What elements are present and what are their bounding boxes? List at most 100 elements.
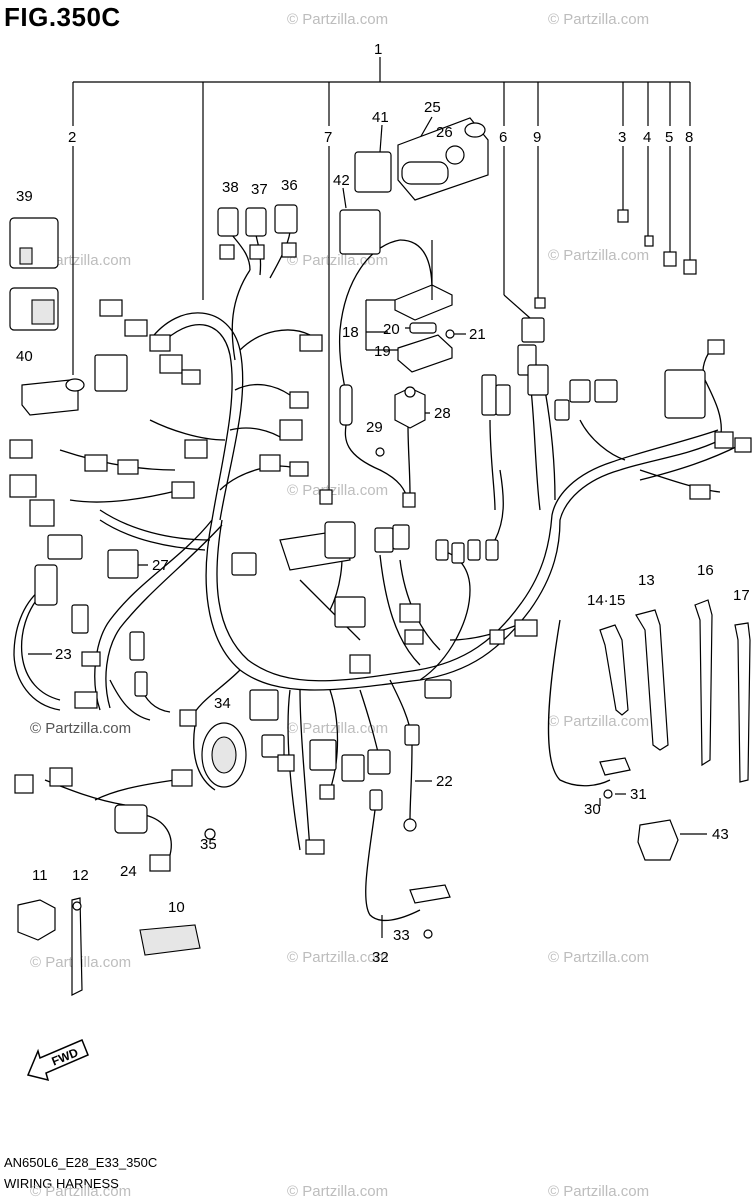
connector <box>734 437 752 453</box>
watermarks: © Partzilla.com © Partzilla.com © Partzi… <box>30 11 649 1200</box>
connector <box>279 419 303 441</box>
relay-39-pin <box>19 247 33 265</box>
connector <box>181 369 201 385</box>
connector <box>249 244 265 260</box>
tie-16 <box>694 599 713 767</box>
bolt-35 <box>204 828 216 840</box>
connector <box>451 542 465 564</box>
connector <box>495 384 511 416</box>
fuse-5 <box>663 251 677 267</box>
callout-33: 33 <box>393 927 410 944</box>
clamp-11 <box>17 899 56 941</box>
connector <box>159 354 183 374</box>
screw-31 <box>603 789 613 799</box>
callout-2: 2 <box>68 129 76 146</box>
horn-34-center <box>211 736 237 774</box>
screw-33 <box>423 929 433 939</box>
sensor-30 <box>599 757 631 776</box>
callout-42: 42 <box>333 172 350 189</box>
socket-ring <box>445 145 465 165</box>
callout-30: 30 <box>584 801 601 818</box>
callout-12: 12 <box>72 867 89 884</box>
callout-41: 41 <box>372 109 389 126</box>
connector <box>299 334 323 352</box>
screw-29 <box>375 447 385 457</box>
connector <box>261 734 285 758</box>
callout-13: 13 <box>638 572 655 589</box>
callout-43: 43 <box>712 826 729 843</box>
callout-4: 4 <box>643 129 651 146</box>
connector <box>231 552 257 576</box>
connector <box>341 754 365 782</box>
watermark-text: © Partzilla.com <box>548 11 649 28</box>
watermark-text: © Partzilla.com <box>548 1183 649 1200</box>
panel-19 <box>397 334 453 373</box>
relay-38 <box>217 207 239 237</box>
connector <box>309 739 337 771</box>
connector <box>171 481 195 499</box>
connector <box>569 379 591 403</box>
connector <box>334 596 366 628</box>
connector <box>14 774 34 794</box>
figure-name: WIRING HARNESS <box>4 1176 119 1191</box>
callout-25: 25 <box>424 99 441 116</box>
callout-18: 18 <box>342 324 359 341</box>
cover-2-end <box>65 378 85 392</box>
callout-11: 11 <box>32 867 48 884</box>
figure-title: FIG.350C <box>4 2 121 32</box>
connector <box>134 671 148 697</box>
fuse-3 <box>617 209 629 223</box>
connector <box>179 709 197 727</box>
connector <box>594 379 618 403</box>
connector <box>29 499 55 527</box>
connector <box>289 461 309 477</box>
connector <box>149 854 171 872</box>
connector <box>435 539 449 561</box>
callout-23: 23 <box>55 646 72 663</box>
connector <box>259 454 281 472</box>
relay-42 <box>339 209 381 255</box>
main-harness <box>13 231 741 922</box>
connector <box>689 484 711 500</box>
sensor-32 <box>409 884 451 904</box>
connector <box>71 604 89 634</box>
watermark-text: © Partzilla.com <box>287 11 388 28</box>
connector <box>49 767 73 787</box>
callout-31: 31 <box>630 786 647 803</box>
callout-39: 39 <box>16 188 33 205</box>
connector <box>81 651 101 667</box>
relay-6 <box>521 317 545 343</box>
callout-9: 9 <box>533 129 541 146</box>
ring-terminal-22 <box>403 818 417 832</box>
socket-cap <box>464 122 486 138</box>
connector <box>277 754 295 772</box>
clamp-13 <box>635 609 669 751</box>
screw-21 <box>445 329 455 339</box>
connector <box>527 364 549 396</box>
connector <box>9 474 37 498</box>
callout-34: 34 <box>214 695 231 712</box>
sensor-lead <box>339 384 353 426</box>
callout-36: 36 <box>281 177 298 194</box>
connector-large <box>94 354 128 392</box>
callout-20: 20 <box>383 321 400 338</box>
watermark-text: © Partzilla.com <box>287 1183 388 1200</box>
connector <box>349 654 371 674</box>
connector <box>289 391 309 409</box>
callout-29: 29 <box>366 419 383 436</box>
strap-12-hole <box>72 901 82 911</box>
switch-24 <box>114 804 148 834</box>
connector <box>249 689 279 721</box>
connector <box>392 524 410 550</box>
callout-24: 24 <box>120 863 137 880</box>
connector <box>369 789 383 811</box>
fuse-20 <box>409 322 437 334</box>
callout-16: 16 <box>697 562 714 579</box>
relay-41 <box>354 151 392 193</box>
strap-12 <box>71 897 83 996</box>
callout-labels: 1 2 3 4 5 6 7 8 9 10 11 12 13 14·15 16 1… <box>16 41 750 966</box>
watermark-text: © Partzilla.com <box>548 713 649 730</box>
clamp-14-15 <box>599 624 629 716</box>
